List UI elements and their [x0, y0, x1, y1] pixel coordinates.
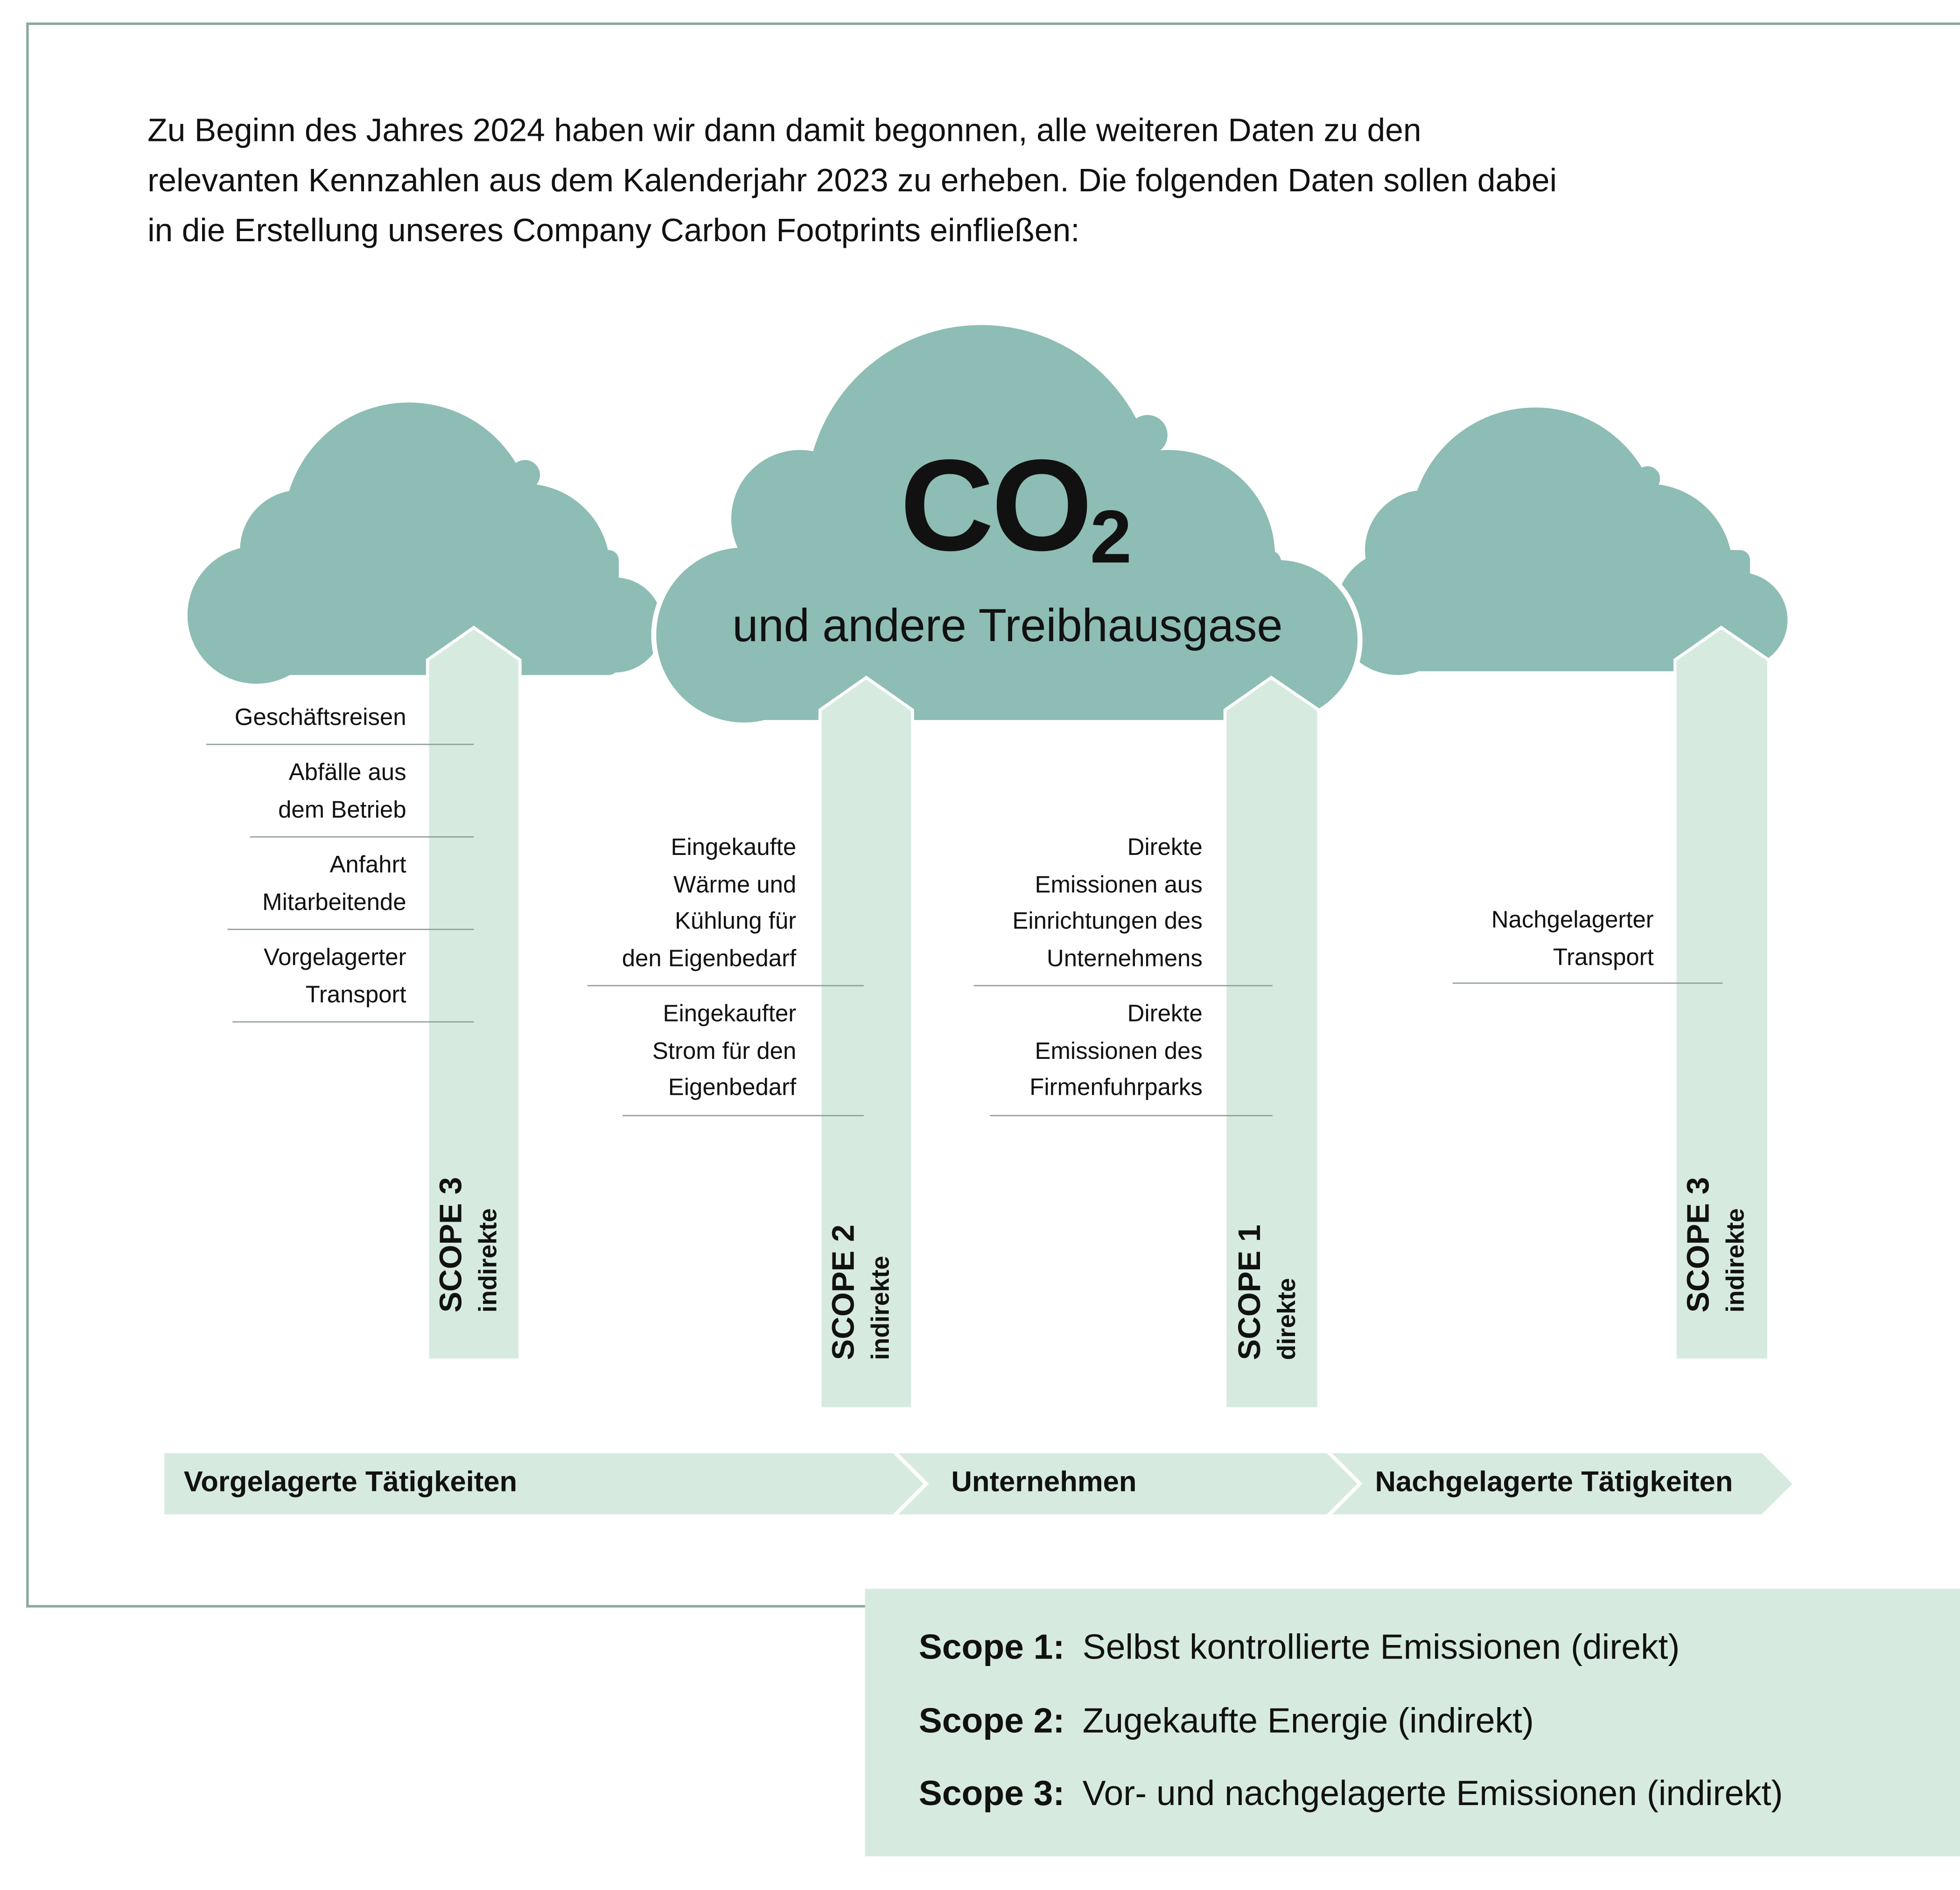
legend-row: Scope 3: Vor- und nachgelagerte Emissione…: [919, 1774, 1783, 1814]
legend-key: Scope 1:: [918, 1627, 1065, 1666]
label-business-travel: Geschäftsreisen: [206, 700, 474, 745]
intro-paragraph: Zu Beginn des Jahres 2024 haben wir dann…: [147, 105, 1822, 255]
label-purchased-heat: Eingekaufte Wärme und Kühlung für den Ei…: [587, 830, 864, 987]
scope-type: direkte: [1274, 1278, 1302, 1360]
co2-title: CO2: [900, 438, 1132, 607]
scope-label-left: SCOPE 3 indirekte: [433, 1100, 515, 1312]
band-label-company: Unternehmen: [951, 1465, 1137, 1498]
label-upstream-transport: Vorgelagerter Transport: [232, 940, 474, 1023]
cloud-left: [187, 402, 663, 684]
label-commuting: Anfahrt Mitarbeitende: [227, 847, 474, 930]
label-line: Anfahrt: [329, 852, 406, 879]
scope-type: indirekte: [475, 1208, 503, 1313]
legend-row: Scope 2: Zugekaufte Energie (indirekt): [919, 1701, 1534, 1742]
label-fleet-emissions: Direkte Emissionen des Firmenfuhrparks: [990, 996, 1273, 1116]
legend-row: Scope 1: Selbst kontrollierte Emissionen …: [919, 1628, 1680, 1668]
label-facility-emissions: Direkte Emissionen aus Einrichtungen des…: [973, 830, 1273, 987]
scope-type: indirekte: [1722, 1208, 1750, 1313]
scope-title: SCOPE 2: [826, 1225, 861, 1360]
legend-key: Scope 3:: [918, 1773, 1065, 1813]
scope-label-scope2: SCOPE 2 indirekte: [825, 1148, 908, 1360]
cloud-subtitle: und andere Treibhausgase: [732, 600, 1283, 651]
label-line: Eingekaufter: [663, 1001, 797, 1028]
scope-title: SCOPE 1: [1232, 1225, 1268, 1360]
scope-label-scope1: SCOPE 1 direkte: [1231, 1148, 1314, 1360]
arrow-scope3-right: [1673, 625, 1771, 1362]
label-line: Direkte: [1127, 835, 1203, 861]
co2-text: CO: [900, 434, 1093, 579]
label-line: den Eigenbedarf: [622, 945, 797, 972]
label-line: Einrichtungen des: [1012, 909, 1203, 935]
label-purchased-electricity: Eingekaufter Strom für den Eigenbedarf: [622, 996, 864, 1116]
scope-legend: Scope 1: Selbst kontrollierte Emissionen …: [865, 1589, 1960, 1856]
label-line: Emissionen des: [1035, 1038, 1203, 1064]
legend-text: Zugekaufte Energie (indirekt): [1082, 1701, 1534, 1740]
label-line: Transport: [1553, 944, 1654, 971]
scope-title: SCOPE 3: [434, 1177, 469, 1313]
legend-key: Scope 2:: [918, 1701, 1065, 1740]
intro-line: Zu Beginn des Jahres 2024 haben wir dann…: [147, 111, 1421, 149]
label-line: Mitarbeitende: [262, 889, 406, 916]
label-line: Unternehmens: [1046, 945, 1203, 972]
scope-type: indirekte: [867, 1256, 895, 1360]
label-line: Firmenfuhrparks: [1029, 1075, 1203, 1101]
label-line: Eigenbedarf: [668, 1075, 797, 1101]
band-label-downstream: Nachgelagerte Tätigkeiten: [1375, 1465, 1733, 1498]
label-line: Vorgelagerter: [263, 945, 406, 972]
intro-line: in die Erstellung unseres Company Carbon…: [147, 211, 1080, 249]
label-line: Wärme und: [673, 872, 797, 898]
scope-label-right: SCOPE 3 indirekte: [1680, 1100, 1763, 1312]
label-line: Nachgelagerter: [1491, 907, 1654, 934]
band-label-upstream: Vorgelagerte Tätigkeiten: [183, 1465, 518, 1498]
arrow-scope1: [1223, 675, 1321, 1411]
legend-text: Selbst kontrollierte Emissionen (direkt): [1082, 1627, 1680, 1666]
band-downstream: [1323, 1449, 1798, 1519]
label-waste: Abfälle aus dem Betrieb: [250, 755, 474, 838]
cloud-right: [1335, 407, 1788, 675]
label-line: dem Betrieb: [278, 797, 406, 823]
label-line: Abfälle aus: [288, 760, 406, 786]
intro-line: relevanten Kennzahlen aus dem Kalenderja…: [147, 161, 1557, 199]
label-line: Eingekaufte: [671, 835, 797, 861]
label-line: Emissionen aus: [1035, 872, 1203, 898]
co2-subscript: 2: [1090, 495, 1132, 579]
legend-text: Vor- und nachgelagerte Emissionen (indir…: [1082, 1773, 1783, 1813]
label-line: Geschäftsreisen: [234, 705, 406, 731]
arrow-scope3-left: [426, 625, 522, 1362]
scope-title: SCOPE 3: [1681, 1177, 1716, 1313]
label-line: Kühlung für: [674, 909, 797, 935]
label-line: Strom für den: [652, 1038, 797, 1064]
arrow-scope2: [818, 675, 914, 1411]
cloud-center: [656, 325, 1358, 723]
label-line: Direkte: [1127, 1001, 1203, 1028]
label-line: Transport: [305, 982, 406, 1008]
label-downstream-transport: Nachgelagerter Transport: [1452, 903, 1723, 984]
